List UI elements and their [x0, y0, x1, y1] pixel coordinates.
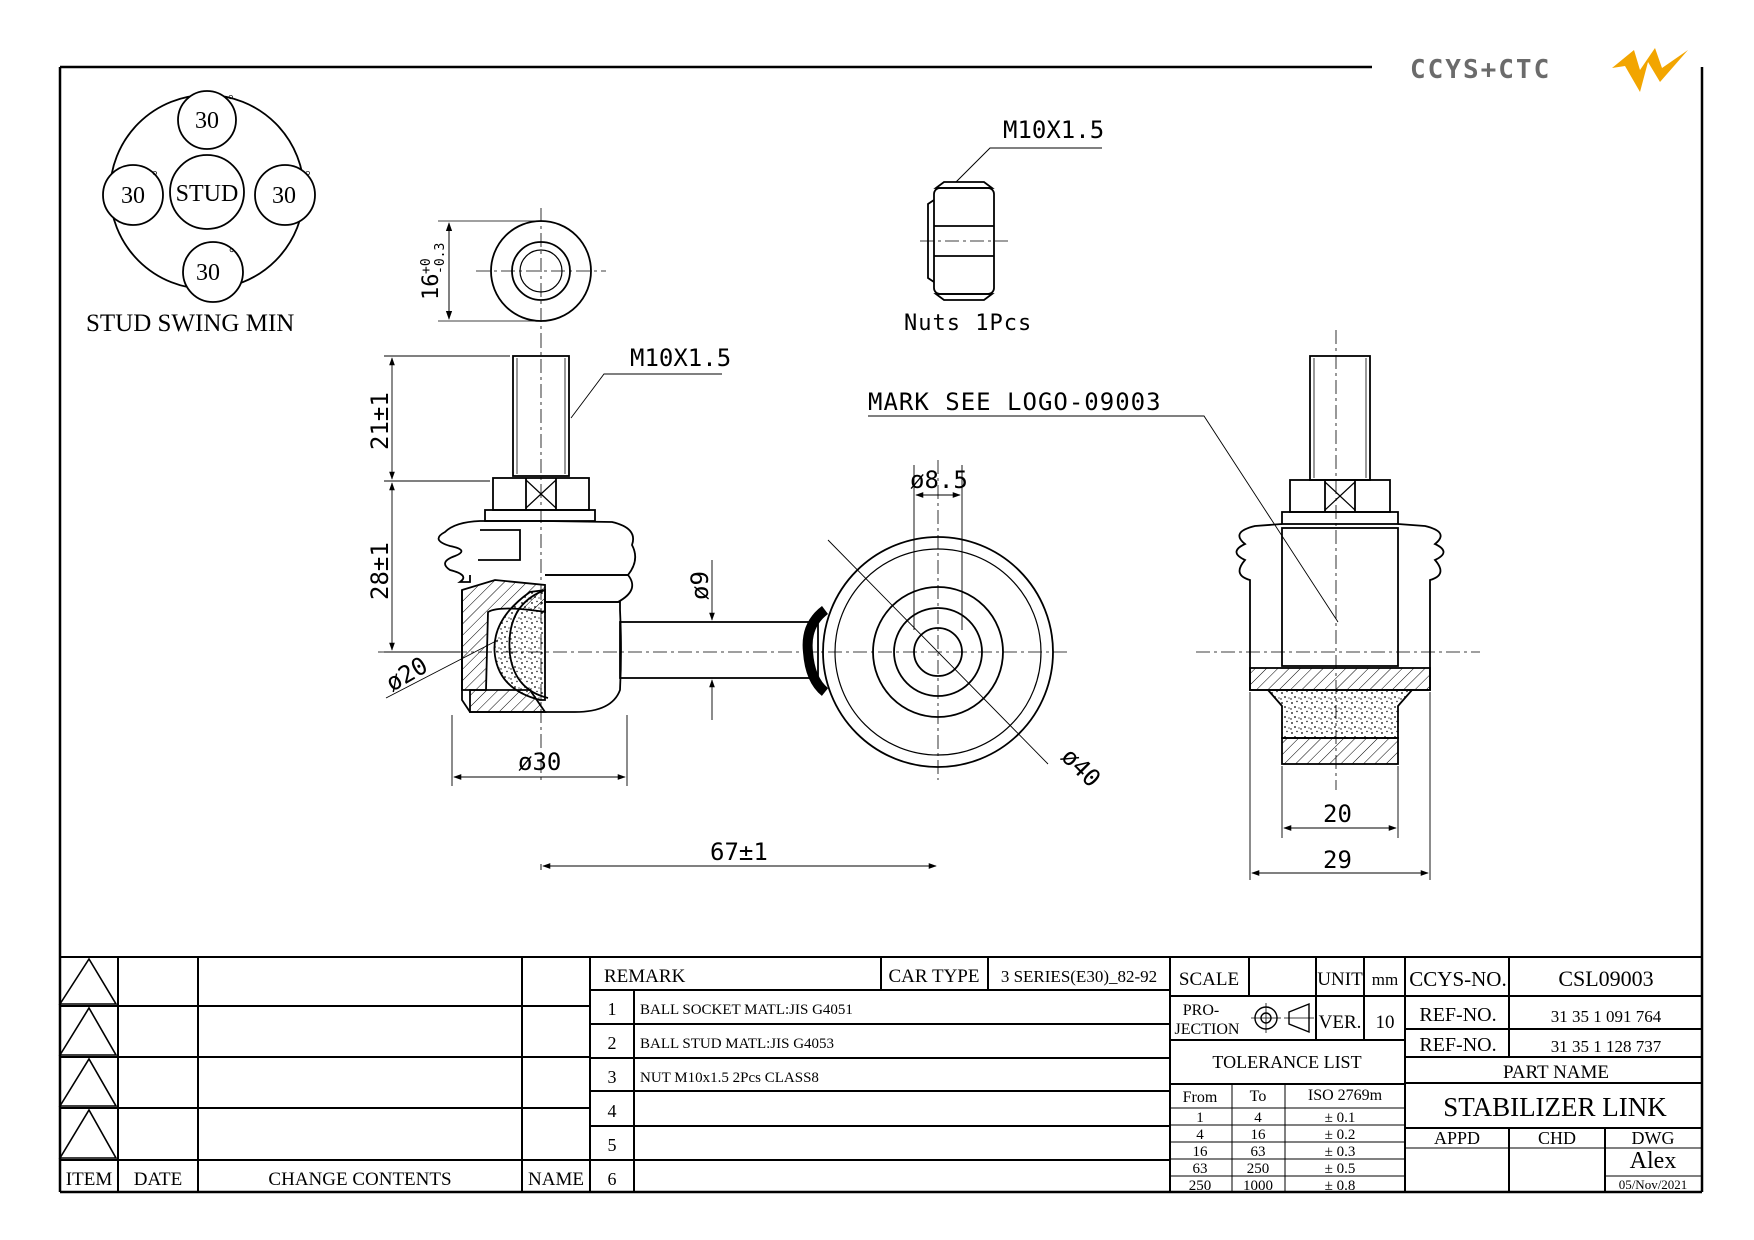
tol-from: 4 [1196, 1127, 1204, 1143]
rod-dia-dim: ø9 [686, 571, 714, 600]
tolerance-grid [1170, 1083, 1405, 1192]
length-dim: 67±1 [710, 838, 768, 866]
remark-no: 2 [608, 1033, 617, 1053]
tol-lower: -0.3 [433, 243, 448, 274]
logo-mark [1612, 48, 1688, 92]
remark-no: 6 [608, 1169, 617, 1189]
rev-header-name: NAME [528, 1169, 584, 1190]
projection-symbol [1251, 1002, 1314, 1034]
company-logo: CCYS+CTC [1410, 48, 1688, 92]
rev-header-date: DATE [134, 1169, 183, 1190]
remark-title: REMARK [604, 966, 686, 987]
projection-label: JECTION [1175, 1021, 1240, 1038]
tol-to: 4 [1254, 1110, 1262, 1126]
eye-hole-dim: ø8.5 [910, 466, 968, 494]
nut-view [920, 147, 1102, 301]
side-view [378, 334, 1070, 780]
logo-text: CCYS+CTC [1410, 55, 1551, 85]
tol-header-to: To [1250, 1088, 1267, 1105]
car-type-value: 3 SERIES(E30)_82-92 [1001, 967, 1157, 986]
tol-from: 1 [1196, 1110, 1204, 1126]
outer-width-dim: 29 [1323, 846, 1352, 874]
top-view [438, 208, 606, 334]
degree-sign: ° [228, 93, 234, 108]
tol-value: ± 0.5 [1325, 1161, 1356, 1177]
remark-text: BALL SOCKET MATL:JIS G4051 [640, 1002, 853, 1018]
thread-length-dim: 21±1 [366, 392, 394, 450]
remark-no: 3 [608, 1067, 617, 1087]
degree-sign: ° [305, 169, 311, 184]
tol-value: ± 0.8 [1325, 1178, 1356, 1194]
tol-to: 63 [1251, 1144, 1266, 1160]
scale-label: SCALE [1179, 969, 1239, 990]
tol-to: 16 [1251, 1127, 1267, 1143]
degree-sign: ° [229, 246, 235, 261]
stud-swing-diagram: STUD 30 ° 30 ° 30 ° 30 ° STUD SWING MIN [86, 90, 316, 337]
drawing-date: 05/Nov/2021 [1619, 1177, 1688, 1192]
top-view-height-dim: 16 +0 -0.3 [419, 243, 448, 300]
nut-caption: Nuts 1Pcs [904, 311, 1032, 336]
tol-from: 250 [1189, 1178, 1212, 1194]
swing-angle-bottom: 30 [196, 260, 220, 286]
tol-from: 16 [1193, 1144, 1209, 1160]
tol-header-from: From [1183, 1089, 1218, 1106]
remark-no: 4 [608, 1101, 617, 1121]
swing-caption: STUD SWING MIN [86, 310, 294, 337]
nut-thread: M10X1.5 [1003, 116, 1104, 144]
tol-to: 250 [1247, 1161, 1270, 1177]
revision-triangles [58, 957, 118, 1159]
dim-text: 16 [419, 274, 444, 301]
eye-dia-dim: ø40 [1056, 742, 1106, 792]
unit-label: UNIT [1317, 969, 1363, 990]
stud-height-dim: 28±1 [366, 542, 394, 600]
unit-value: mm [1372, 970, 1398, 989]
tol-upper: +0 [419, 258, 434, 274]
ref-label: REF-NO. [1419, 1034, 1496, 1056]
dwg-label: DWG [1632, 1128, 1675, 1148]
ref-label: REF-NO. [1419, 1004, 1496, 1026]
ball-dia-dim: ø20 [381, 651, 433, 697]
remark-text: BALL STUD MATL:JIS G4053 [640, 1036, 834, 1052]
degree-sign: ° [152, 169, 158, 184]
ref-number: 31 35 1 128 737 [1551, 1037, 1662, 1056]
drawer-name: Alex [1630, 1148, 1677, 1174]
housing-dia-dim: ø30 [518, 748, 561, 776]
swing-angle-left: 30 [121, 183, 145, 209]
ref-number: 31 35 1 091 764 [1551, 1007, 1662, 1026]
tol-value: ± 0.2 [1325, 1127, 1356, 1143]
car-type-label: CAR TYPE [889, 966, 980, 987]
mark-note: MARK SEE LOGO-09003 [868, 388, 1162, 416]
tol-value: ± 0.1 [1325, 1110, 1356, 1126]
inner-width-dim: 20 [1323, 800, 1352, 828]
side-thread-label: M10X1.5 [630, 344, 731, 372]
part-name: STABILIZER LINK [1443, 1092, 1667, 1122]
chd-label: CHD [1538, 1128, 1576, 1148]
tol-value: ± 0.3 [1325, 1144, 1356, 1160]
swing-angle-right: 30 [272, 183, 296, 209]
appd-label: APPD [1434, 1128, 1480, 1148]
section-view [1196, 330, 1480, 790]
side-view-dimensions [384, 355, 963, 870]
ver-label: VER. [1319, 1012, 1362, 1033]
remark-text: NUT M10x1.5 2Pcs CLASS8 [640, 1070, 819, 1086]
stud-circle [169, 154, 245, 230]
tolerance-title: TOLERANCE LIST [1212, 1052, 1361, 1072]
ccys-label: CCYS-NO. [1409, 967, 1506, 991]
part-name-label: PART NAME [1503, 1062, 1609, 1083]
tol-from: 63 [1193, 1161, 1208, 1177]
section-view-dimensions [868, 415, 1431, 880]
stud-label: STUD [176, 181, 239, 207]
rev-header-item: ITEM [66, 1169, 113, 1190]
tol-to: 1000 [1243, 1178, 1273, 1194]
rev-header-contents: CHANGE CONTENTS [268, 1169, 451, 1190]
remark-no: 5 [608, 1135, 617, 1155]
tol-header-iso: ISO 2769m [1308, 1087, 1383, 1104]
ccys-number: CSL09003 [1558, 966, 1653, 991]
title-block-grid [60, 956, 1702, 1192]
ver-value: 10 [1376, 1012, 1395, 1033]
projection-label: PRO- [1183, 1002, 1219, 1019]
swing-angle-top: 30 [195, 108, 219, 134]
remark-no: 1 [608, 999, 617, 1019]
